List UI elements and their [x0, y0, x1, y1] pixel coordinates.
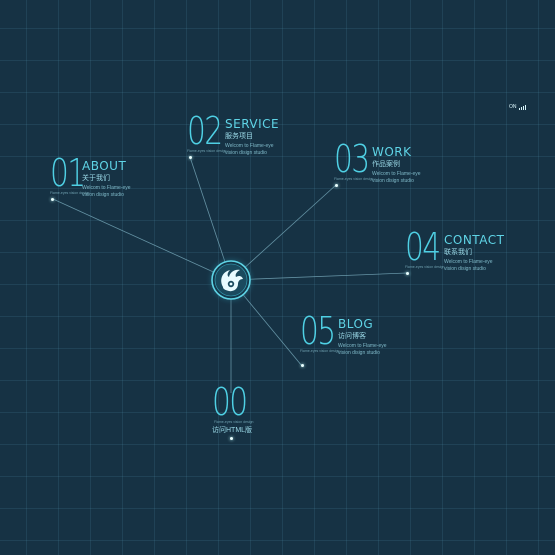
signal-bars-icon: [518, 104, 527, 110]
node-subtitle: 访问HTML版: [212, 427, 253, 434]
node-caption: Flame-eyes vision design: [300, 349, 340, 353]
flame-eye-logo-icon[interactable]: [205, 254, 257, 306]
node-dot: [301, 364, 304, 367]
node-title: BLOG: [338, 317, 374, 331]
node-subtitle: 联系我们: [444, 249, 472, 256]
node-number: 05: [300, 309, 336, 353]
node-subtitle: 访问博客: [338, 333, 366, 340]
node-dot: [230, 437, 233, 440]
node-title: SERVICE: [225, 117, 280, 131]
node-number: 00: [212, 380, 248, 424]
node-title: CONTACT: [444, 233, 505, 247]
node-subtitle: 作品案例: [372, 161, 400, 168]
node-dot: [189, 156, 192, 159]
node-caption: Flame-eyes vision design: [405, 265, 445, 269]
node-caption: Flame-eyes vision design: [334, 177, 374, 181]
sound-toggle[interactable]: ON: [509, 104, 527, 110]
node-dot: [335, 184, 338, 187]
node-dot: [406, 272, 409, 275]
connector-line-contact: [230, 272, 408, 281]
sound-toggle-label: ON: [509, 104, 517, 110]
node-title: ABOUT: [82, 159, 127, 173]
node-title: WORK: [372, 145, 412, 159]
node-number: 04: [405, 225, 441, 269]
node-dot: [51, 198, 54, 201]
node-caption: Flame-eyes vision design: [214, 420, 254, 424]
node-number: 03: [334, 137, 370, 181]
node-subtitle: 服务项目: [225, 133, 253, 140]
node-caption: Flame-eyes vision design: [50, 191, 90, 195]
connector-line-about: [52, 198, 232, 281]
node-number: 01: [50, 151, 86, 195]
node-number: 02: [187, 109, 223, 153]
node-caption: Flame-eyes vision design: [187, 149, 227, 153]
node-subtitle: 关于我们: [82, 175, 110, 182]
